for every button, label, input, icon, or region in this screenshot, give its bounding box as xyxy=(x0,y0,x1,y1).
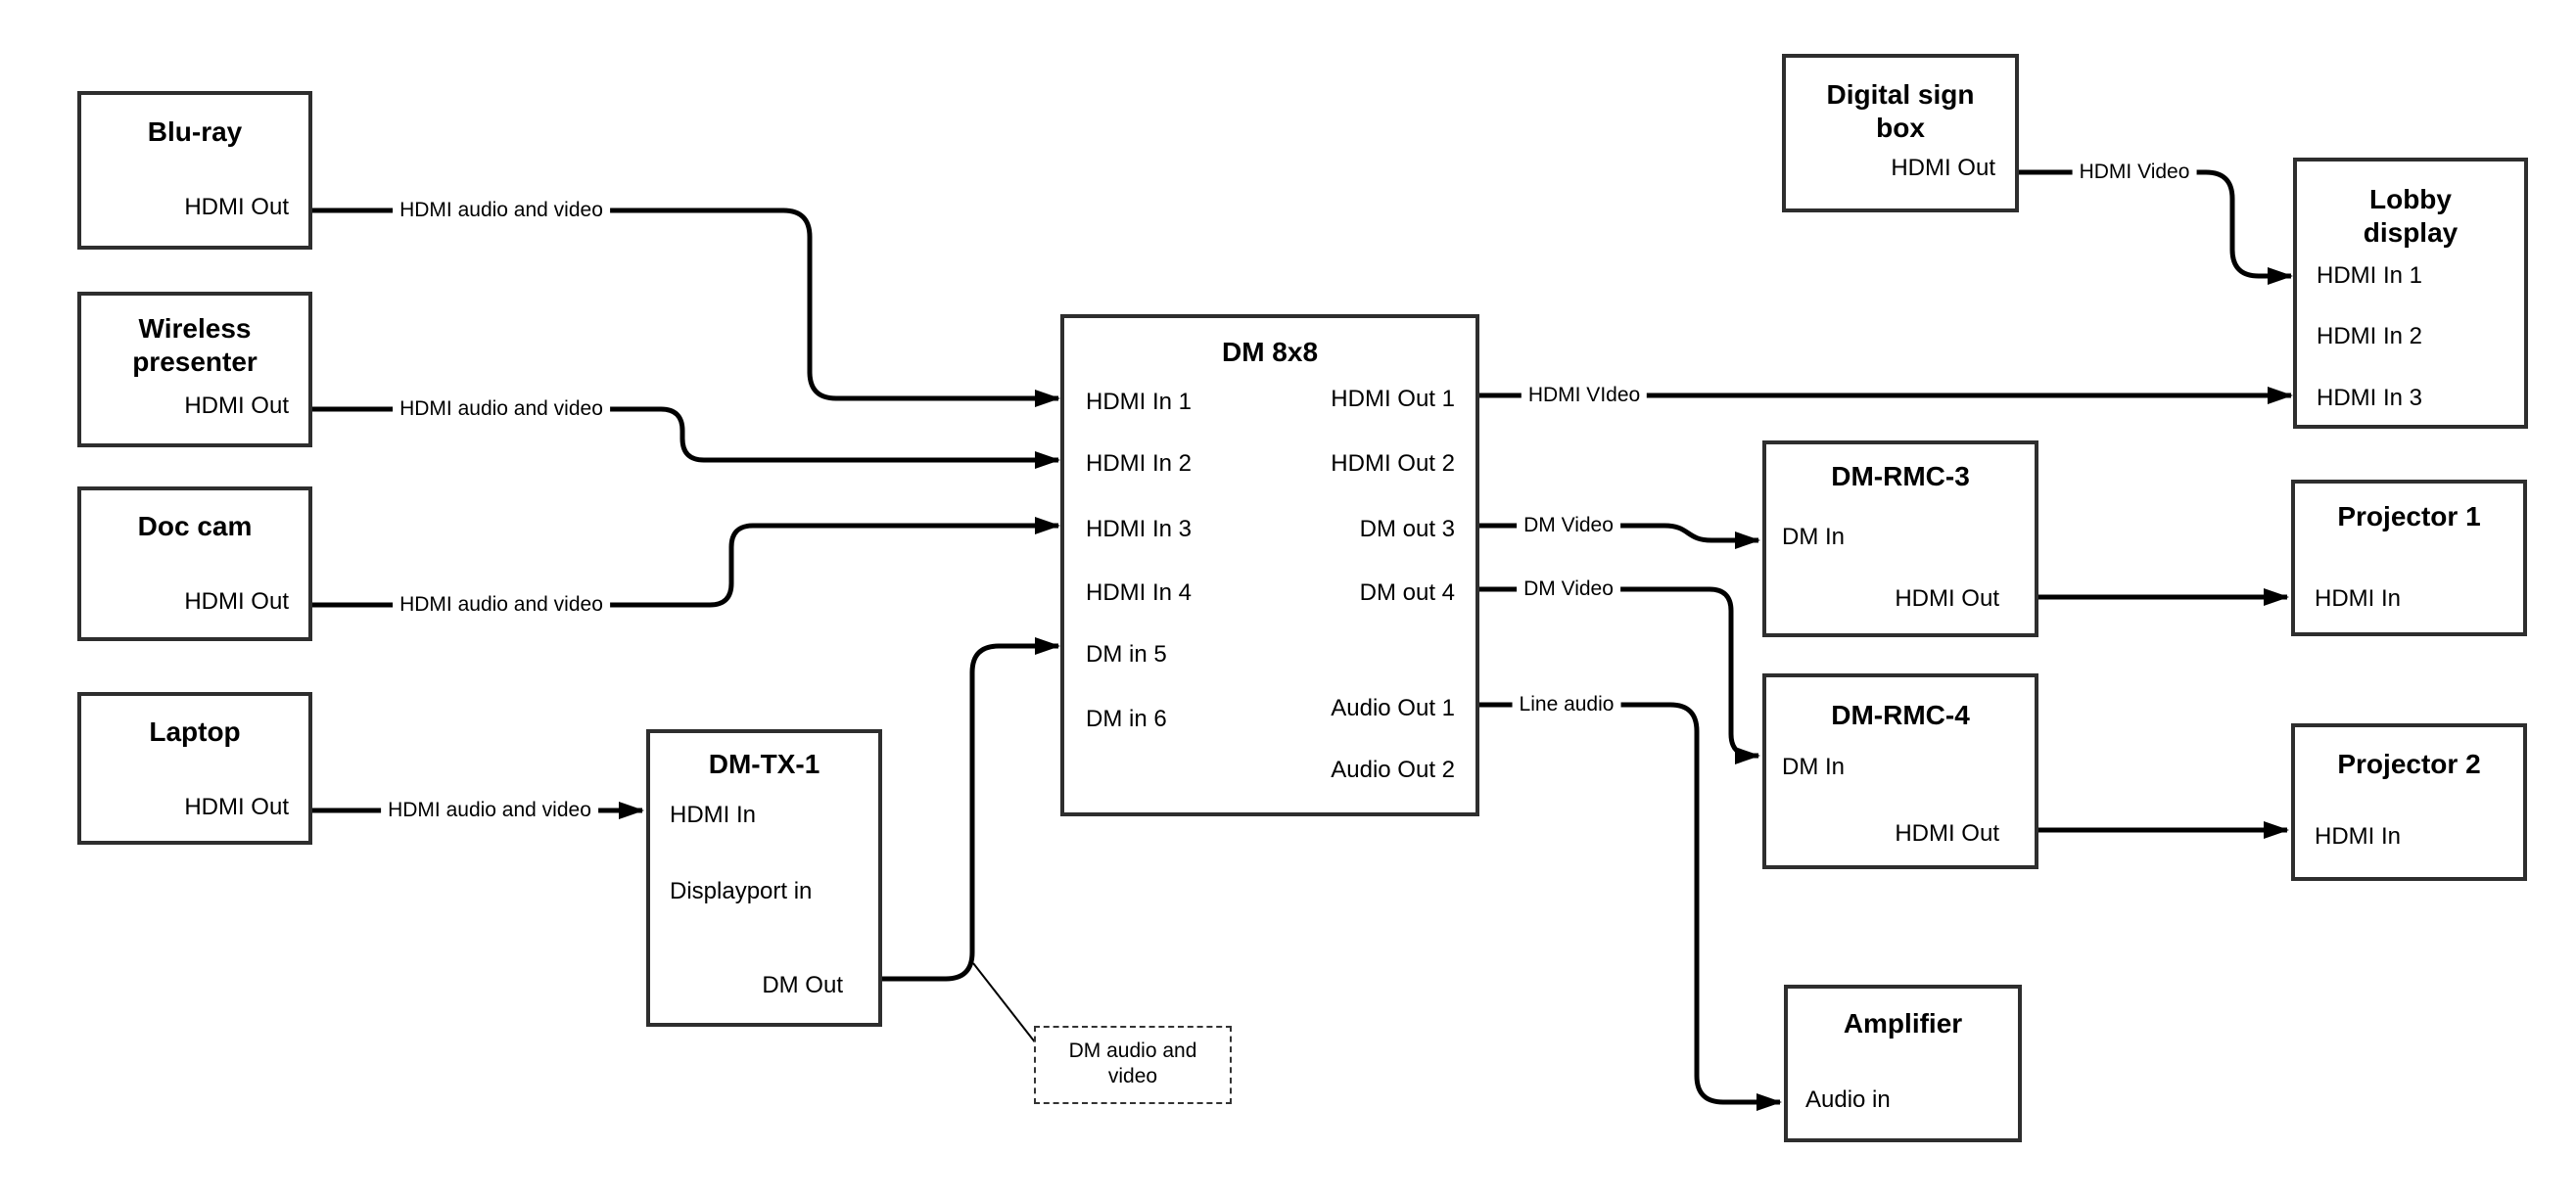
port-hdmi-out: HDMI Out xyxy=(184,588,289,615)
port-dm-out-3: DM out 3 xyxy=(1359,516,1455,542)
port-hdmi-in: HDMI In xyxy=(2315,585,2402,612)
node-laptop: Laptop HDMI Out xyxy=(77,692,312,845)
node-dmrmc4: DM-RMC-4 DM In HDMI Out xyxy=(1762,673,2038,869)
port-hdmi-in-3: HDMI In 3 xyxy=(2317,385,2423,411)
node-dmtx1: DM-TX-1 HDMI In Displayport in DM Out xyxy=(646,729,882,1027)
wire-wireless-to-dm8x8-in2 xyxy=(312,406,1060,469)
wire-bluray-to-dm8x8-in1 xyxy=(312,208,1060,407)
port-hdmi-in-3: HDMI In 3 xyxy=(1086,516,1193,542)
wire-label-hdmi-video-digitalsign: HDMI Video xyxy=(2072,161,2197,184)
port-hdmi-in-2: HDMI In 2 xyxy=(1086,450,1193,477)
port-hdmi-in-2: HDMI In 2 xyxy=(2317,323,2423,349)
wire-label-hdmi-av-bluray: HDMI audio and video xyxy=(393,199,610,222)
port-hdmi-in: HDMI In xyxy=(670,802,757,828)
port-hdmi-out: HDMI Out xyxy=(1895,820,1999,847)
node-wireless-presenter: Wireless presenter HDMI Out xyxy=(77,292,312,447)
node-title: DM-RMC-3 xyxy=(1831,461,1970,491)
node-title: Projector 2 xyxy=(2337,749,2481,779)
port-hdmi-out: HDMI Out xyxy=(184,393,289,419)
port-hdmi-out-1: HDMI Out 1 xyxy=(1331,386,1455,412)
port-dm-in: DM In xyxy=(1782,754,1846,780)
port-hdmi-in-4: HDMI In 4 xyxy=(1086,579,1193,606)
port-hdmi-out: HDMI Out xyxy=(1891,155,1995,181)
wire-label-dm-video-out4: DM Video xyxy=(1517,577,1620,601)
port-hdmi-in: HDMI In xyxy=(2315,823,2402,850)
port-audio-out-2: Audio Out 2 xyxy=(1331,757,1455,783)
port-audio-in: Audio in xyxy=(1805,1086,1891,1113)
wire-dm8x8-audio1-to-amp xyxy=(1479,702,1782,1111)
node-title: DM 8x8 xyxy=(1221,337,1319,367)
node-title: DM-RMC-4 xyxy=(1831,700,1970,730)
node-lobby-display: Lobby display HDMI In 1 HDMI In 2 HDMI I… xyxy=(2293,158,2528,429)
port-hdmi-out-2: HDMI Out 2 xyxy=(1331,450,1455,477)
note-dm-audio-video: DM audio and video xyxy=(1034,1026,1232,1104)
note-leader-line xyxy=(972,962,1037,1044)
node-amplifier: Amplifier Audio in xyxy=(1784,985,2022,1142)
port-hdmi-out: HDMI Out xyxy=(184,194,289,220)
wire-label-line-audio: Line audio xyxy=(1512,693,1621,716)
node-title: Doc cam xyxy=(137,511,253,541)
wire-dmtx1-to-dm8x8-in5 xyxy=(882,637,1060,982)
node-title: Lobby display xyxy=(2363,184,2459,248)
port-dm-in-6: DM in 6 xyxy=(1086,706,1167,732)
port-hdmi-out: HDMI Out xyxy=(184,794,289,820)
node-bluray: Blu-ray HDMI Out xyxy=(77,91,312,250)
port-dm-in: DM In xyxy=(1782,524,1846,550)
node-title: Wireless presenter xyxy=(132,313,258,377)
wire-label-hdmi-av-laptop: HDMI audio and video xyxy=(381,799,598,822)
wire-doccam-to-dm8x8-in3 xyxy=(312,517,1060,608)
node-doccam: Doc cam HDMI Out xyxy=(77,486,312,641)
wire-label-dm-video-out3: DM Video xyxy=(1517,514,1620,537)
node-title: Blu-ray xyxy=(147,116,243,147)
wire-digitalsign-to-lobby-in1 xyxy=(2017,169,2293,285)
port-dm-in-5: DM in 5 xyxy=(1086,641,1167,668)
node-title: Projector 1 xyxy=(2337,501,2481,531)
wire-dm8x8-out3-to-dmrmc3 xyxy=(1479,523,1760,549)
port-dm-out: DM Out xyxy=(762,972,843,998)
node-title: Digital sign box xyxy=(1826,79,1975,143)
node-title: DM-TX-1 xyxy=(708,749,820,779)
node-projector2: Projector 2 HDMI In xyxy=(2291,723,2527,881)
node-dmrmc3: DM-RMC-3 DM In HDMI Out xyxy=(1762,440,2038,637)
port-hdmi-in-1: HDMI In 1 xyxy=(2317,262,2423,289)
wire-label-hdmi-av-wireless: HDMI audio and video xyxy=(393,397,610,421)
wire-dm8x8-out4-to-dmrmc4 xyxy=(1479,586,1760,764)
node-title: Laptop xyxy=(149,716,241,747)
node-dm8x8: DM 8x8 HDMI In 1 HDMI In 2 HDMI In 3 HDM… xyxy=(1060,314,1479,816)
port-hdmi-in-1: HDMI In 1 xyxy=(1086,389,1193,415)
port-dm-out-4: DM out 4 xyxy=(1359,579,1455,606)
node-title: Amplifier xyxy=(1843,1008,1963,1039)
wire-label-hdmi-video-out1: HDMI VIdeo xyxy=(1521,384,1648,407)
node-digital-sign-box: Digital sign box HDMI Out xyxy=(1782,54,2019,212)
port-audio-out-1: Audio Out 1 xyxy=(1331,695,1455,721)
wire-label-hdmi-av-doccam: HDMI audio and video xyxy=(393,593,610,617)
port-hdmi-out: HDMI Out xyxy=(1895,585,1999,612)
node-projector1: Projector 1 HDMI In xyxy=(2291,480,2527,636)
port-displayport-in: Displayport in xyxy=(670,878,813,904)
